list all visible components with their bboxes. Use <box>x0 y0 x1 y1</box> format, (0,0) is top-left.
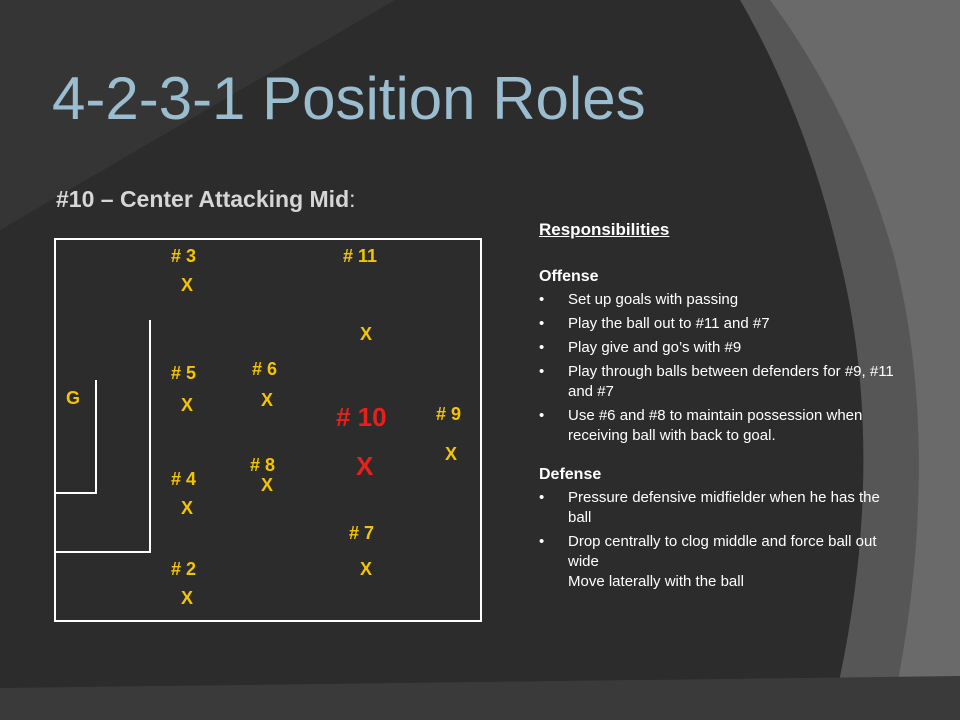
penalty-box-bottom-line <box>56 551 151 553</box>
goal-box-top-line <box>95 380 97 494</box>
player-10-marker: X <box>356 451 374 481</box>
player-10-label: # 10 <box>336 402 387 432</box>
player-9-label: # 9 <box>436 404 462 424</box>
player-5-marker: X <box>181 395 194 415</box>
defense-heading: Defense <box>539 466 602 483</box>
player-11-marker: X <box>360 324 373 344</box>
player-6-marker: X <box>261 390 274 410</box>
player-4-marker: X <box>181 498 194 518</box>
goal-box-bottom-line <box>56 492 97 494</box>
offense-item: Play the ball out to #11 and #7 <box>539 314 899 334</box>
player-11-label: # 11 <box>343 246 378 266</box>
defense-item: Move laterally with the ball <box>568 573 744 590</box>
player-6-label: # 6 <box>252 359 278 379</box>
goalkeeper-label: G <box>66 388 81 408</box>
formation-field: G # 3 X # 11 X # 5 X # 6 X # 10 X # 9 X … <box>54 238 482 622</box>
offense-item: Play through balls between defenders for… <box>539 362 899 402</box>
player-9-marker: X <box>445 444 458 464</box>
player-3-label: # 3 <box>171 246 197 266</box>
defense-item: Pressure defensive midfielder when he ha… <box>539 488 899 528</box>
player-3-marker: X <box>181 275 194 295</box>
player-8-label: # 8 <box>250 455 276 475</box>
player-7-label: # 7 <box>349 523 375 543</box>
slide-subtitle: #10 – Center Attacking Mid: <box>56 186 356 213</box>
offense-list: Set up goals with passing Play the ball … <box>539 290 899 446</box>
player-5-label: # 5 <box>171 363 197 383</box>
responsibilities-heading: Responsibilities <box>539 220 670 239</box>
penalty-box-top-line <box>149 320 151 553</box>
subtitle-text: #10 – Center Attacking Mid <box>56 186 350 212</box>
defense-item: Drop centrally to clog middle and force … <box>539 532 899 572</box>
player-7-marker: X <box>360 559 373 579</box>
offense-item: Set up goals with passing <box>539 290 899 310</box>
player-2-marker: X <box>181 588 194 608</box>
offense-item: Use #6 and #8 to maintain possession whe… <box>539 406 899 446</box>
responsibilities-panel: Responsibilities Offense Set up goals wi… <box>539 220 899 612</box>
offense-item: Play give and go’s with #9 <box>539 338 899 358</box>
subtitle-colon: : <box>349 186 356 212</box>
defense-list: Pressure defensive midfielder when he ha… <box>539 488 899 592</box>
offense-heading: Offense <box>539 268 599 285</box>
player-4-label: # 4 <box>171 469 197 489</box>
player-2-label: # 2 <box>171 559 197 579</box>
player-8-marker: X <box>261 475 274 495</box>
slide-title: 4-2-3-1 Position Roles <box>52 65 646 132</box>
